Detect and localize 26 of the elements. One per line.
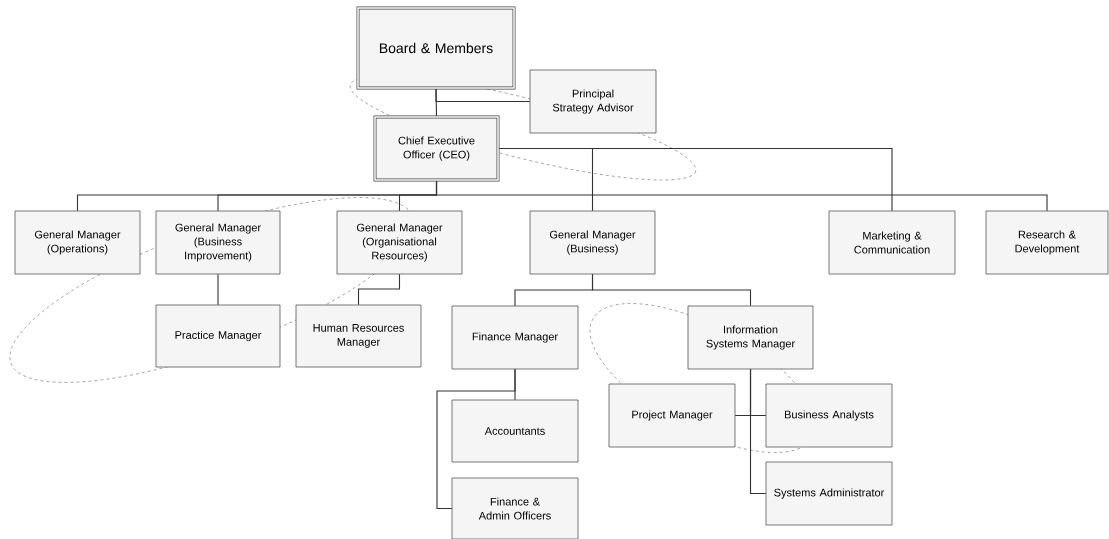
role-box: Project Manager bbox=[608, 383, 736, 448]
connector-line bbox=[591, 273, 752, 307]
role-box: Business Analysts bbox=[765, 383, 893, 448]
role-box: Systems Administrator bbox=[765, 461, 893, 526]
connector-line bbox=[436, 368, 516, 510]
executive-box: Chief Executive Officer (CEO) bbox=[373, 115, 500, 182]
role-box: General Manager (Business Improvement) bbox=[155, 210, 281, 275]
role-box: General Manager (Business) bbox=[529, 210, 656, 275]
role-box: Finance Manager bbox=[451, 305, 579, 370]
role-box: Research & Development bbox=[985, 210, 1109, 275]
board-box: Board & Members bbox=[356, 6, 516, 90]
connector-line bbox=[435, 179, 1048, 212]
role-box: Information Systems Manager bbox=[687, 305, 814, 370]
connector-line bbox=[217, 273, 219, 306]
role-box: General Manager (Operations) bbox=[14, 210, 141, 275]
role-box: Human Resources Manager bbox=[295, 304, 422, 368]
role-box: Accountants bbox=[451, 399, 579, 463]
role-box: Practice Manager bbox=[155, 304, 281, 368]
connector-line bbox=[435, 87, 531, 103]
connector-line bbox=[497, 147, 893, 212]
role-box: Principal Strategy Advisor bbox=[529, 69, 657, 134]
role-box: General Manager (Organisational Resources) bbox=[336, 210, 463, 275]
connector-line bbox=[749, 368, 767, 495]
connector-line bbox=[357, 273, 401, 306]
role-box: Marketing & Communication bbox=[828, 210, 956, 275]
role-box: Finance & Admin Officers bbox=[451, 477, 579, 539]
